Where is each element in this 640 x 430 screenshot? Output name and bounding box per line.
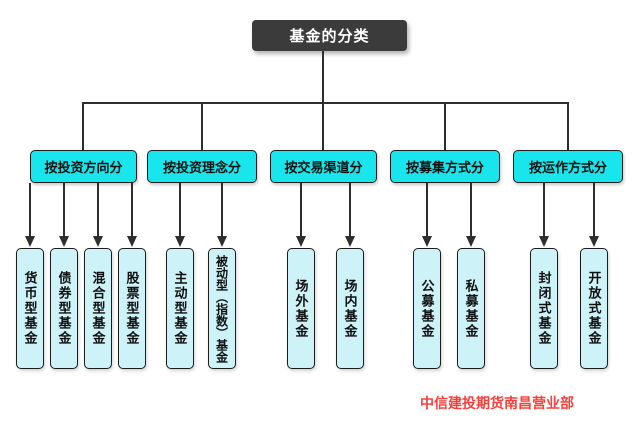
- category-box-investment-direction: 按投资方向分: [30, 150, 137, 183]
- leaf-label: 场外基金: [293, 278, 309, 339]
- leaf-label: 混合型基金: [90, 271, 106, 346]
- leaf-label: 货币型基金: [22, 271, 38, 346]
- leaf-label: 场内基金: [342, 278, 358, 339]
- leaf-label: 私募基金: [463, 278, 479, 339]
- connector-main-rail: [83, 102, 569, 104]
- category-box-trading-channel: 按交易渠道分: [270, 150, 377, 183]
- leaf-label: 被动型（指数）基金: [214, 254, 229, 363]
- branch-watermark-text: 中信建投期货南昌营业部: [420, 395, 574, 411]
- diagram-title: 基金的分类: [252, 20, 407, 51]
- leaf-box-passive-index-fund: 被动型（指数）基金: [208, 248, 236, 369]
- leaf-box-active-fund: 主动型基金: [166, 248, 194, 369]
- category-box-investment-philosophy: 按投资理念分: [147, 150, 257, 183]
- leaf-box-exchange-fund: 场内基金: [336, 248, 364, 369]
- leaf-box-money-fund: 货币型基金: [16, 248, 44, 369]
- leaf-box-stock-fund: 股票型基金: [118, 248, 146, 369]
- connector-drop-5: [567, 102, 569, 150]
- category-box-fundraising-method: 按募集方式分: [390, 150, 500, 183]
- leaf-label: 封闭式基金: [536, 271, 552, 346]
- leaf-box-otc-fund: 场外基金: [287, 248, 315, 369]
- connector-drop-1: [82, 102, 84, 150]
- leaf-box-bond-fund: 债券型基金: [50, 248, 78, 369]
- leaf-box-private-fund: 私募基金: [457, 248, 485, 369]
- leaf-box-hybrid-fund: 混合型基金: [84, 248, 112, 369]
- leaf-box-public-fund: 公募基金: [413, 248, 441, 369]
- leaf-box-closed-end-fund: 封闭式基金: [530, 248, 558, 369]
- leaf-label: 债券型基金: [56, 271, 72, 346]
- connector-root-stem: [322, 51, 324, 103]
- connector-drop-3: [322, 102, 324, 150]
- leaf-label: 股票型基金: [124, 271, 140, 346]
- leaf-label: 开放式基金: [586, 271, 602, 346]
- connector-drop-2: [201, 102, 203, 150]
- leaf-box-open-end-fund: 开放式基金: [580, 248, 608, 369]
- category-box-operation-method: 按运作方式分: [513, 150, 623, 183]
- leaf-label: 公募基金: [419, 278, 435, 339]
- connector-drop-4: [444, 102, 446, 150]
- leaf-label: 主动型基金: [172, 271, 188, 346]
